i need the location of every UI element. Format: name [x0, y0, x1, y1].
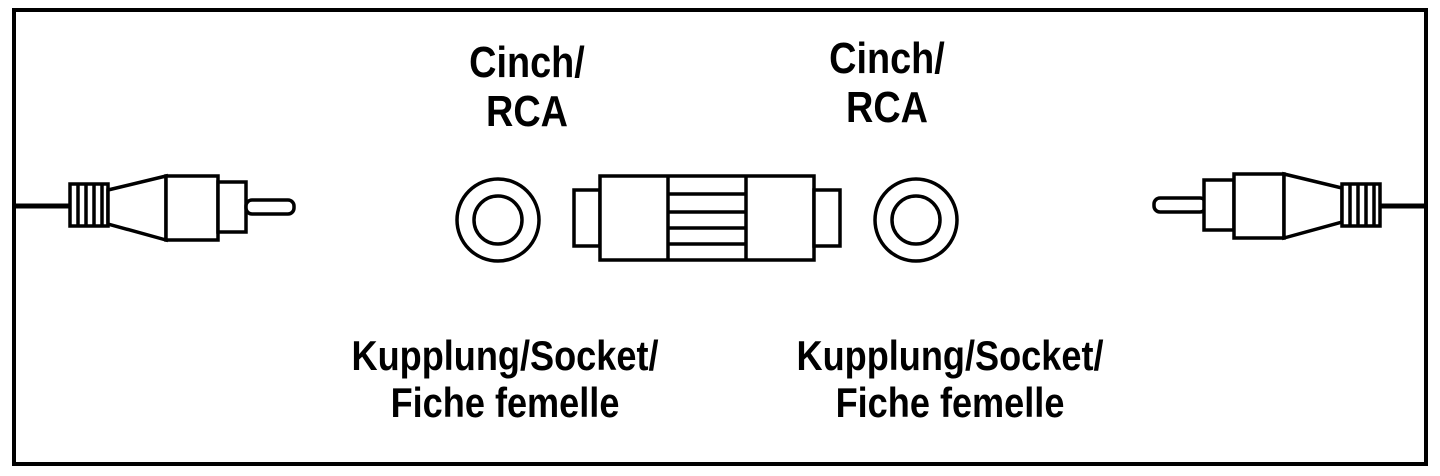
right-socket-label: Kupplung/Socket/ Fiche femelle	[752, 332, 1148, 426]
diagram-frame	[12, 8, 1428, 466]
right-socket-icon	[873, 177, 959, 263]
left-connector-label-line1: Cinch/	[469, 38, 585, 87]
right-connector-label-line2: RCA	[846, 83, 928, 133]
left-connector-label-line2: RCA	[486, 87, 568, 137]
right-socket-label-line2: Fiche femelle	[835, 379, 1065, 427]
left-socket-label-line2: Fiche femelle	[390, 379, 620, 427]
left-socket-icon	[455, 177, 541, 263]
right-rca-plug-icon	[1152, 171, 1426, 241]
left-socket-label: Kupplung/Socket/ Fiche femelle	[307, 332, 703, 426]
left-rca-plug-icon	[14, 173, 296, 243]
coupler-icon	[572, 174, 842, 262]
right-connector-label: Cinch/ RCA	[784, 34, 990, 133]
right-socket-label-line1: Kupplung/Socket/	[796, 332, 1104, 379]
left-socket-label-line1: Kupplung/Socket/	[351, 332, 659, 379]
left-connector-label: Cinch/ RCA	[424, 38, 630, 137]
right-connector-label-line1: Cinch/	[829, 34, 945, 83]
